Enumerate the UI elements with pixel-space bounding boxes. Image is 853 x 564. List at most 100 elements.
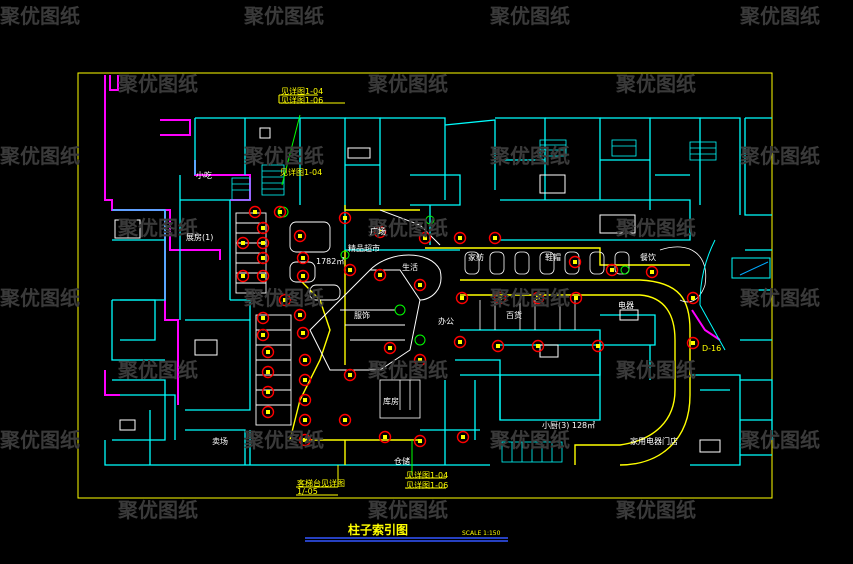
column-marker-core [261, 256, 265, 260]
column-marker-core [253, 210, 257, 214]
room-label: 生活 [402, 263, 418, 272]
column-marker-ring [296, 269, 310, 283]
column-marker-core [261, 274, 265, 278]
column-marker-ring [531, 339, 545, 353]
room-label: 展房(1) [186, 233, 214, 242]
column-marker-ring [645, 265, 659, 279]
room-label: 家用电器门店 [630, 437, 678, 446]
column-marker-ring [256, 269, 270, 283]
column-marker-ring [605, 263, 619, 277]
column-marker-ring [236, 236, 250, 250]
column-marker-core [278, 210, 282, 214]
column-marker-core [343, 216, 347, 220]
column-marker-ring [256, 251, 270, 265]
column-marker-core [418, 358, 422, 362]
column-marker-core [458, 340, 462, 344]
room-label: 卖场 [212, 437, 228, 446]
column-marker-ring [491, 339, 505, 353]
column-marker-ring [383, 341, 397, 355]
column-marker-core [388, 346, 392, 350]
column-marker-core [496, 344, 500, 348]
column-marker-core [301, 331, 305, 335]
column-marker-ring [569, 291, 583, 305]
column-marker-ring [373, 268, 387, 282]
column-marker-core [498, 296, 502, 300]
room-label: 办公 [438, 317, 454, 326]
room-label: 服饰 [354, 311, 370, 320]
column-marker-core [241, 241, 245, 245]
column-marker-core [458, 236, 462, 240]
column-marker-core [348, 373, 352, 377]
column-marker-core [461, 435, 465, 439]
column-marker-core [266, 410, 270, 414]
detail-callout: 见详图1-04 [281, 87, 324, 96]
column-marker-core [418, 439, 422, 443]
column-marker-ring [293, 229, 307, 243]
column-marker-ring [378, 430, 392, 444]
column-marker-ring [413, 434, 427, 448]
green-markers [277, 114, 630, 475]
right-shelving [379, 246, 707, 419]
column-marker-ring [261, 365, 275, 379]
detail-callout: 见详图1-06 [406, 481, 449, 490]
column-marker-core [261, 333, 265, 337]
column-marker-ring [488, 231, 502, 245]
callout-leaders [278, 94, 446, 496]
column-marker-ring [413, 353, 427, 367]
room-label: 精品超市 [348, 244, 380, 253]
column-marker-ring [273, 205, 287, 219]
column-marker-core [573, 260, 577, 264]
central-diagonal-block [309, 209, 442, 371]
column-marker-ring [298, 413, 312, 427]
column-marker-core [298, 234, 302, 238]
column-marker-ring [296, 251, 310, 265]
column-marker-ring [568, 255, 582, 269]
column-marker-core [298, 313, 302, 317]
column-marker-core [261, 226, 265, 230]
column-marker-core [383, 435, 387, 439]
column-marker-ring [256, 236, 270, 250]
column-marker-core [418, 283, 422, 287]
room-label: 百货 [506, 311, 522, 320]
column-marker-core [303, 358, 307, 362]
column-marker-core [536, 344, 540, 348]
column-marker-core [536, 296, 540, 300]
column-marker-core [303, 398, 307, 402]
store-shelving [235, 212, 341, 426]
column-marker-core [266, 390, 270, 394]
column-marker-core [301, 274, 305, 278]
detail-callout: 见详图1-04 [406, 471, 449, 480]
room-label: 库房 [383, 397, 399, 406]
column-marker-ring [686, 291, 700, 305]
column-marker-core [691, 341, 695, 345]
column-marker-core [301, 256, 305, 260]
column-marker-ring [413, 278, 427, 292]
column-marker-core [423, 236, 427, 240]
column-marker-core [596, 344, 600, 348]
column-marker-ring [453, 231, 467, 245]
column-marker-core [303, 418, 307, 422]
detail-callout: 见详图1-06 [281, 96, 324, 105]
column-marker-ring [298, 353, 312, 367]
column-marker-ring [278, 293, 292, 307]
column-marker-core [303, 378, 307, 382]
room-label: 鞋帽 [545, 253, 561, 262]
column-marker-ring [298, 433, 312, 447]
room-label: 广场 [370, 227, 386, 236]
column-marker-core [378, 273, 382, 277]
title-underline [305, 537, 508, 542]
room-label: 仓储 [394, 457, 410, 466]
column-marker-core [460, 296, 464, 300]
room-boxes [114, 127, 721, 453]
room-label: 餐饮 [640, 253, 656, 262]
room-label: 小吃 [196, 171, 212, 180]
column-markers [236, 205, 700, 448]
column-marker-ring [256, 311, 270, 325]
column-marker-ring [261, 405, 275, 419]
column-marker-ring [293, 308, 307, 322]
column-marker-ring [256, 328, 270, 342]
column-marker-ring [256, 221, 270, 235]
column-marker-core [261, 316, 265, 320]
column-marker-core [241, 274, 245, 278]
